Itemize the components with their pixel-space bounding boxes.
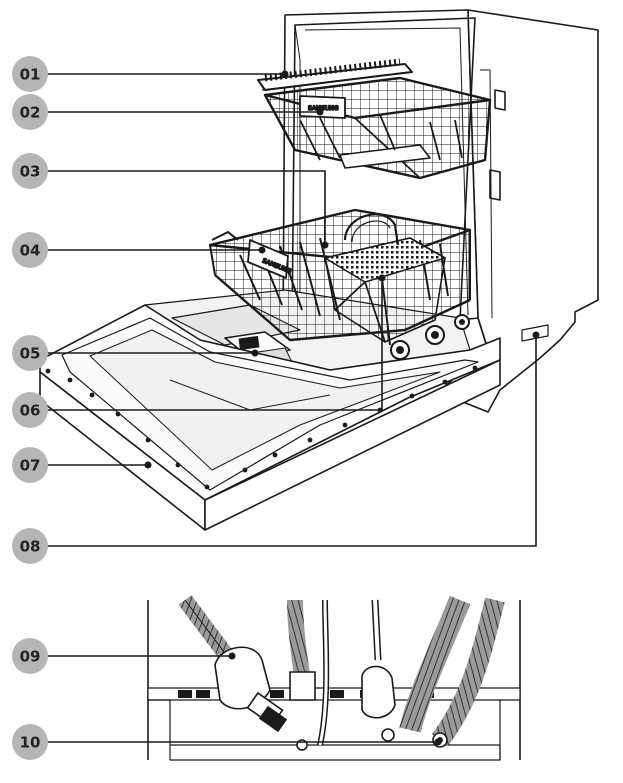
callout-label-07: 07 (20, 457, 41, 475)
leader-lines (42, 73, 537, 743)
callout-label-01: 01 (20, 66, 41, 84)
callout-label-08: 08 (20, 538, 41, 556)
callout-badge-07: 07 (12, 447, 48, 483)
callout-label-09: 09 (20, 648, 41, 666)
supply-hose-far-right (431, 597, 505, 746)
callout-badge-04: 04 (12, 232, 48, 268)
callout-badge-03: 03 (12, 153, 48, 189)
cutlery-basket (324, 213, 446, 343)
drain-hose-center (287, 599, 310, 677)
cutlery-tray (257, 58, 413, 91)
supply-hose-right (399, 595, 471, 733)
callout-label-03: 03 (20, 163, 41, 181)
callout-badges: 01 02 03 04 05 06 07 08 (12, 56, 48, 760)
callout-badge-05: 05 (12, 335, 48, 371)
leader-03 (42, 170, 326, 245)
callout-badge-06: 06 (12, 392, 48, 428)
callout-badge-01: 01 (12, 56, 48, 92)
callout-badge-09: 09 (12, 638, 48, 674)
leader-08 (42, 335, 537, 547)
elbow-connector-left (214, 646, 271, 710)
callout-label-10: 10 (20, 734, 41, 752)
upper-rack: SAMSUNG (263, 76, 492, 180)
brand-mark-upper: SAMSUNG (308, 105, 339, 112)
callout-label-05: 05 (20, 345, 41, 363)
callout-badge-08: 08 (12, 528, 48, 564)
callout-label-04: 04 (20, 242, 41, 260)
leader-06 (42, 278, 383, 411)
callout-label-06: 06 (20, 402, 41, 420)
dishwasher-illustration: SAMSUNG SAMSUNG (39, 9, 599, 531)
callout-badge-02: 02 (12, 94, 48, 130)
leader-end-dots (144, 70, 540, 746)
callout-badge-10: 10 (12, 724, 48, 760)
hose-detail-illustration (147, 595, 521, 761)
callout-label-02: 02 (20, 104, 41, 122)
